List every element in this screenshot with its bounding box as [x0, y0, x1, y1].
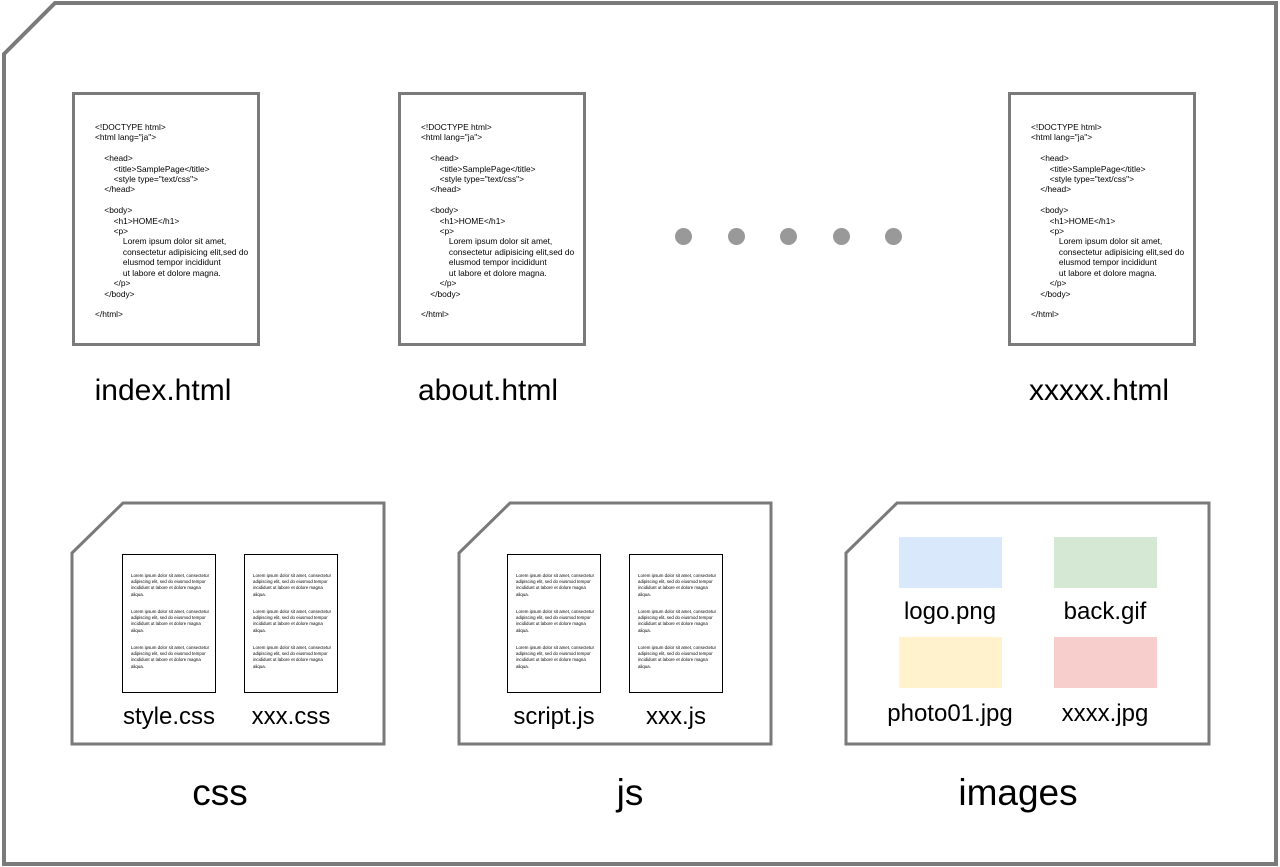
ellipsis-dot — [728, 228, 745, 245]
lorem-text: Lorem ipsum dolor sit amet, consectetur … — [131, 645, 210, 669]
logo-png-label: logo.png — [903, 598, 997, 625]
xxxxx-html-label: xxxxx.html — [1028, 374, 1169, 407]
xxx-css-label: xxx.css — [251, 703, 331, 730]
ellipsis-dot — [675, 228, 692, 245]
about-html-label: about.html — [417, 374, 559, 407]
index-html-document: <!DOCTYPE html> <html lang="ja"> <head> … — [72, 92, 260, 346]
xxx-js-file: Lorem ipsum dolor sit amet, consectetur … — [629, 554, 723, 693]
back-gif-swatch — [1054, 537, 1157, 588]
images-folder-outline — [844, 501, 1211, 746]
script-js-label: script.js — [513, 703, 595, 730]
lorem-text: Lorem ipsum dolor sit amet, consectetur … — [638, 609, 717, 633]
lorem-text: Lorem ipsum dolor sit amet, consectetur … — [253, 645, 332, 669]
style-css-file: Lorem ipsum dolor sit amet, consectetur … — [122, 554, 216, 693]
xxx-css-file: Lorem ipsum dolor sit amet, consectetur … — [244, 554, 338, 693]
about-html-document: <!DOCTYPE html> <html lang="ja"> <head> … — [398, 92, 586, 346]
js-folder-outline — [457, 501, 773, 746]
html-code: <!DOCTYPE html> <html lang="ja"> <head> … — [421, 122, 575, 320]
html-code: <!DOCTYPE html> <html lang="ja"> <head> … — [95, 122, 249, 320]
images-folder-label: images — [958, 772, 1078, 813]
lorem-text: Lorem ipsum dolor sit amet, consectetur … — [253, 609, 332, 633]
xxxx-jpg-label: xxxx.jpg — [1061, 700, 1149, 727]
lorem-text: Lorem ipsum dolor sit amet, consectetur … — [516, 645, 595, 669]
lorem-text: Lorem ipsum dolor sit amet, consectetur … — [131, 573, 210, 597]
photo01-jpg-label: photo01.jpg — [887, 700, 1013, 727]
lorem-text: Lorem ipsum dolor sit amet, consectetur … — [253, 573, 332, 597]
xxxxx-html-document: <!DOCTYPE html> <html lang="ja"> <head> … — [1008, 92, 1196, 346]
lorem-text: Lorem ipsum dolor sit amet, consectetur … — [638, 645, 717, 669]
js-folder-label: js — [616, 772, 644, 813]
style-css-label: style.css — [122, 703, 215, 730]
ellipsis-dot — [780, 228, 797, 245]
css-folder-label: css — [192, 772, 248, 813]
lorem-text: Lorem ipsum dolor sit amet, consectetur … — [131, 609, 210, 633]
lorem-text: Lorem ipsum dolor sit amet, consectetur … — [516, 573, 595, 597]
xxx-js-label: xxx.js — [646, 703, 706, 730]
photo01-jpg-swatch — [899, 637, 1002, 688]
index-html-label: index.html — [94, 374, 232, 407]
lorem-text: Lorem ipsum dolor sit amet, consectetur … — [516, 609, 595, 633]
xxxx-jpg-swatch — [1054, 637, 1157, 688]
lorem-text: Lorem ipsum dolor sit amet, consectetur … — [638, 573, 717, 597]
script-js-file: Lorem ipsum dolor sit amet, consectetur … — [507, 554, 601, 693]
logo-png-swatch — [899, 537, 1002, 588]
ellipsis-dot — [833, 228, 850, 245]
html-code: <!DOCTYPE html> <html lang="ja"> <head> … — [1031, 122, 1185, 320]
ellipsis-dot — [885, 228, 902, 245]
css-folder-outline — [70, 501, 386, 746]
back-gif-label: back.gif — [1063, 598, 1147, 625]
